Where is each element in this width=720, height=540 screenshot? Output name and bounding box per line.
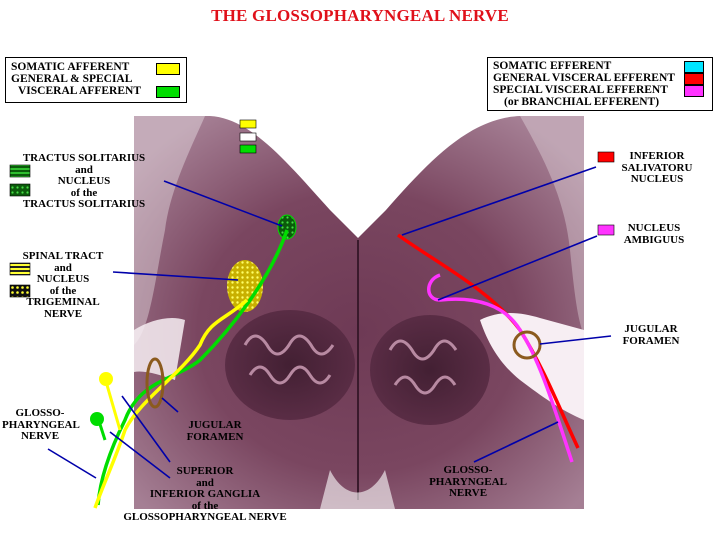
legend-item-branchial-efferent: (or BRANCHIAL EFFERENT)	[504, 96, 659, 108]
nucleus-tractus-solitarius-icon	[9, 183, 31, 197]
label-line: TRACTUS SOLITARIUS	[22, 198, 146, 210]
visceral-afferent-swatch	[156, 86, 180, 98]
spinal-trigeminal-nucleus	[227, 260, 263, 312]
label-ganglia: SUPERIOR and INFERIOR GANGLIA of the GLO…	[95, 465, 315, 524]
label-line: SUPERIOR	[176, 465, 234, 477]
label-line: TRACTUS SOLITARIUS	[22, 152, 146, 164]
legend-item-special-visceral-efferent: SPECIAL VISCERAL EFFERENT	[493, 84, 668, 96]
label-line: GLOSSOPHARYNGEAL NERVE	[123, 511, 287, 523]
legend-afferent: SOMATIC AFFERENT GENERAL & SPECIAL VISCE…	[5, 57, 187, 103]
label-line: and	[54, 261, 72, 274]
inferior-ganglion	[90, 412, 104, 426]
label-line: FORAMEN	[186, 430, 244, 443]
jugular-foramen-left	[145, 357, 165, 409]
label-tractus-solitarius: TRACTUS SOLITARIUS and NUCLEUS of the TR…	[0, 152, 168, 211]
legend-label: SOMATIC EFFERENT	[493, 60, 612, 72]
legend-item-visceral-afferent: VISCERAL AFFERENT	[18, 85, 141, 97]
label-jugular-foramen-left: JUGULAR FORAMEN	[180, 419, 250, 443]
label-line: NERVE	[43, 307, 83, 320]
nucleus-tractus-solitarius	[277, 214, 297, 240]
tractus-solitarius-icon	[9, 164, 31, 178]
label-line: PHARYNGEAL	[429, 475, 507, 488]
label-glossopharyngeal-right: GLOSSO- PHARYNGEAL NERVE	[428, 464, 508, 500]
label-line: GLOSSO-	[15, 407, 65, 419]
label-line: GLOSSO-	[443, 464, 493, 476]
legend-label: VISCERAL AFFERENT	[18, 85, 142, 97]
special-visceral-efferent-tract	[427, 273, 574, 463]
green-marker	[239, 144, 257, 154]
yellow-marker	[239, 119, 257, 129]
inferior-salivatory-icon	[597, 151, 615, 163]
legend-label: GENERAL & SPECIAL	[11, 73, 133, 85]
label-line: NUCLEUS	[36, 273, 90, 285]
label-jugular-foramen-right: JUGULAR FORAMEN	[613, 323, 689, 347]
label-line: TRIGEMINAL	[26, 296, 100, 308]
general-visceral-efferent-swatch	[684, 73, 704, 85]
special-visceral-efferent-swatch	[684, 85, 704, 97]
spinal-tract-icon	[9, 262, 31, 276]
legend-item-somatic-efferent: SOMATIC EFFERENT	[493, 60, 611, 72]
label-line: NERVE	[20, 430, 60, 442]
label-line: NUCLEUS	[627, 222, 681, 234]
label-line: FORAMEN	[622, 334, 680, 347]
legend-label: SOMATIC AFFERENT	[11, 61, 130, 73]
label-line: of the	[49, 284, 77, 297]
label-inferior-salivatory: INFERIOR SALIVATORU NUCLEUS	[612, 150, 702, 186]
legend-efferent: SOMATIC EFFERENT GENERAL VISCERAL EFFERE…	[487, 57, 713, 111]
label-line: SPINAL TRACT	[22, 250, 104, 262]
superior-ganglion	[99, 372, 113, 386]
label-line: NERVE	[448, 487, 488, 499]
trigeminal-nucleus-icon	[9, 284, 31, 298]
label-line: JUGULAR	[624, 323, 678, 335]
pointer-lines	[47, 166, 612, 479]
page-title: THE GLOSSOPHARYNGEAL NERVE	[211, 6, 509, 25]
label-glossopharyngeal-left: GLOSSO- PHARYNGEAL NERVE	[2, 407, 80, 443]
jugular-foramen-right	[512, 330, 542, 360]
white-marker	[239, 132, 257, 142]
legend-item-somatic-afferent: SOMATIC AFFERENT	[11, 61, 129, 73]
label-line: and	[196, 476, 214, 489]
label-line: JUGULAR	[188, 419, 242, 431]
label-line: NUCLEUS	[630, 173, 684, 185]
legend-label: GENERAL VISCERAL EFFERENT	[493, 72, 675, 84]
legend-item-general-special: GENERAL & SPECIAL	[11, 73, 132, 85]
nucleus-ambiguus-icon	[597, 224, 615, 236]
label-line: NUCLEUS	[57, 175, 111, 187]
label-line: SALIVATORU	[621, 161, 693, 174]
label-line: PHARYNGEAL	[2, 418, 80, 431]
label-line: INFERIOR	[629, 150, 685, 162]
label-line: of the	[191, 499, 219, 512]
legend-label: SPECIAL VISCERAL EFFERENT	[493, 84, 668, 96]
somatic-afferent-swatch	[156, 63, 180, 75]
label-nucleus-ambiguus: NUCLEUS AMBIGUUS	[614, 222, 694, 246]
legend-label: (or BRANCHIAL EFFERENT)	[504, 96, 660, 108]
histology-section	[134, 116, 584, 509]
ganglion-connector	[103, 377, 122, 431]
somatic-efferent-swatch	[684, 61, 704, 73]
label-line: and	[75, 163, 93, 176]
legend-item-general-visceral-efferent: GENERAL VISCERAL EFFERENT	[493, 72, 675, 84]
label-spinal-tract: SPINAL TRACT and NUCLEUS of the TRIGEMIN…	[18, 250, 108, 320]
somatic-afferent-tract	[93, 298, 249, 509]
label-line: AMBIGUUS	[623, 233, 685, 246]
label-line: INFERIOR GANGLIA	[149, 488, 261, 500]
label-line: of the	[70, 186, 98, 199]
